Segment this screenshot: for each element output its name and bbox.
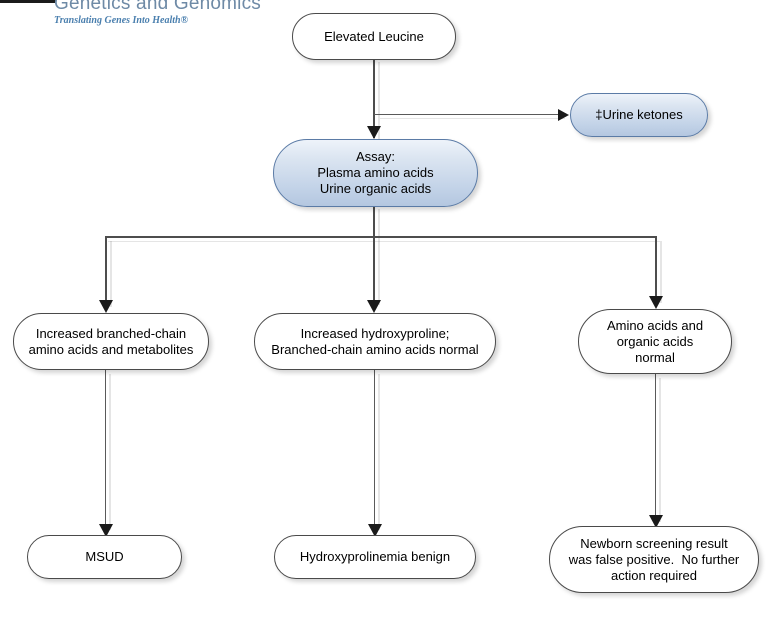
connector-shadow (380, 118, 565, 119)
connector-shadow (660, 241, 662, 303)
node-msud-label: MSUD (85, 549, 124, 564)
connector-shadow (659, 378, 661, 522)
connector-shadow (378, 374, 380, 530)
connector-assay-trunk (373, 207, 375, 237)
connector-assay-to-increased-hydroxyproline (373, 236, 375, 304)
connector-assay-to-amino-organic-normal (655, 236, 657, 300)
node-elevated-leucine[interactable]: Elevated Leucine (292, 13, 456, 60)
node-urine-ketones-label: ‡Urine ketones (595, 107, 683, 122)
node-hydroxyprolinemia-benign-label: Hydroxyprolinemia benign (299, 549, 451, 564)
logo-tagline: Translating Genes Into Health® (54, 15, 189, 26)
node-increased-hydroxyproline[interactable]: Increased hydroxyproline; Branched-chain… (254, 313, 496, 370)
node-hydroxyprolinemia-benign[interactable]: Hydroxyprolinemia benign (274, 535, 476, 579)
connector-shadow (378, 209, 380, 305)
connector-split-bus (105, 236, 657, 238)
connector-leucine-to-assay (373, 60, 375, 138)
node-increased-branched-chain-amino-acids[interactable]: Increased branched-chain amino acids and… (13, 313, 209, 370)
connector-assay-to-increased-bcaa (105, 236, 107, 304)
logo-title: Genetics and Genomics (54, 0, 261, 14)
connector-leucine-to-urine-ketones (374, 114, 560, 115)
node-increased-hydroxyproline-label: Increased hydroxyproline; Branched-chain… (271, 325, 479, 357)
node-msud[interactable]: MSUD (27, 535, 182, 579)
node-amino-organic-normal-label: Amino acids and organic acids normal (606, 317, 704, 365)
arrowhead-increased-hydroxyproline (367, 300, 381, 313)
node-increased-bcaa-label: Increased branched-chain amino acids and… (28, 325, 194, 357)
arrowhead-leucine-to-assay (367, 126, 381, 139)
node-assay[interactable]: Assay: Plasma amino acids Urine organic … (273, 139, 478, 207)
arrowhead-msud (99, 524, 113, 537)
arrowhead-urine-ketones (558, 109, 569, 121)
connector-shadow (378, 62, 380, 139)
node-assay-label: Assay: Plasma amino acids Urine organic … (317, 149, 434, 196)
connector-hydroxyproline-to-benign (374, 370, 375, 528)
connector-shadow (109, 374, 111, 530)
connector-normal-to-newborn-result (655, 374, 656, 520)
node-newborn-false-positive-label: Newborn screening result was false posit… (568, 535, 740, 583)
node-urine-ketones[interactable]: ‡Urine ketones (570, 93, 708, 137)
arrowhead-amino-organic-normal (649, 296, 663, 309)
top-rule-decoration (0, 0, 56, 3)
connector-shadow (108, 241, 660, 242)
arrowhead-newborn-false-positive (649, 515, 663, 528)
connector-increased-bcaa-to-msud (105, 370, 106, 528)
node-elevated-leucine-label: Elevated Leucine (324, 28, 424, 44)
node-newborn-screening-false-positive[interactable]: Newborn screening result was false posit… (549, 526, 759, 593)
arrowhead-hydroxyprolinemia-benign (368, 524, 382, 537)
node-amino-acids-organic-acids-normal[interactable]: Amino acids and organic acids normal (578, 309, 732, 374)
arrowhead-increased-bcaa (99, 300, 113, 313)
connector-shadow (110, 241, 112, 307)
organization-logo: Genetics and Genomics Translating Genes … (54, 0, 264, 28)
